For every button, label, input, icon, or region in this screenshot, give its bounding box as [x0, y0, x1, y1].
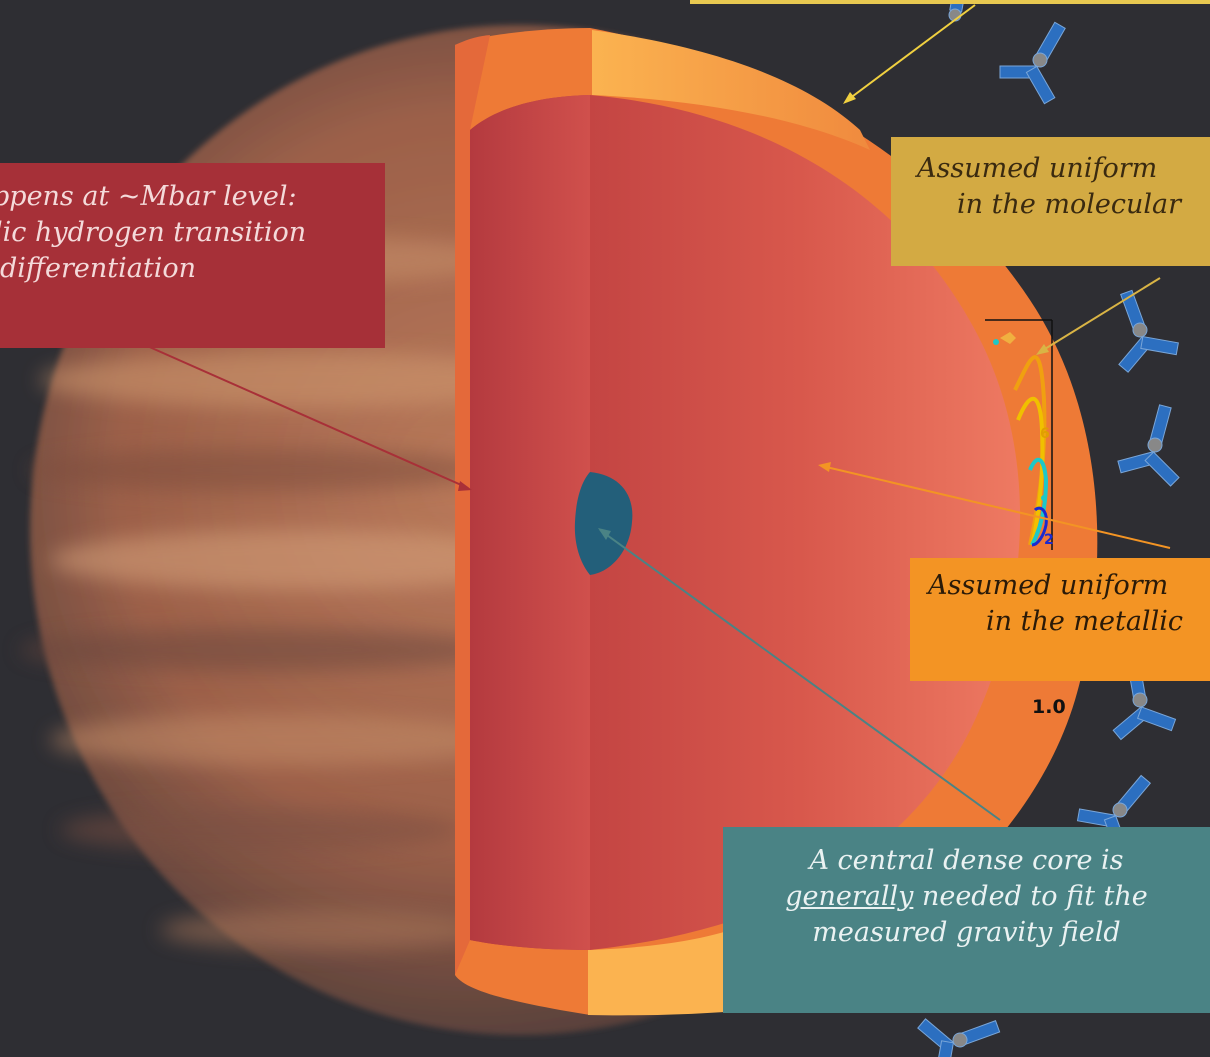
callout-metallic: Assumed uniform in the metallic [910, 558, 1210, 681]
callout-transition-line1: ppens at ~Mbar level: [0, 179, 385, 215]
callout-transition-line2: lic hydrogen transition [0, 215, 385, 251]
callout-molecular-line1: Assumed uniform [917, 151, 1210, 187]
inset-curve-label-2: 2 [1044, 532, 1054, 548]
arrow-atmosphere [845, 5, 975, 102]
callout-core-line2: generally needed to fit the [723, 879, 1210, 915]
inset-tick-label: 1.0 [1032, 696, 1066, 718]
spacecraft-icon [1097, 282, 1182, 375]
inset-curve-label-6: 6 [1040, 426, 1050, 442]
callout-molecular: Assumed uniform in the molecular [891, 137, 1210, 266]
callout-core-line2-rest: needed to fit the [913, 881, 1147, 912]
callout-core-emphasis: generally [785, 881, 913, 912]
callout-transition-line3: differentiation [0, 251, 385, 287]
cut-face [470, 95, 590, 950]
spacecraft-icon [995, 10, 1088, 107]
callout-metallic-line1: Assumed uniform [928, 568, 1210, 604]
callout-core-line3: measured gravity field [723, 915, 1210, 951]
callout-core: A central dense core is generally needed… [723, 827, 1210, 1013]
callout-transition: ppens at ~Mbar level: lic hydrogen trans… [0, 163, 385, 348]
spacecraft-icon [1115, 398, 1196, 487]
callout-molecular-line2: in the molecular [957, 187, 1210, 223]
top-callout-edge [690, 0, 1210, 4]
callout-metallic-line2: in the metallic [986, 604, 1210, 640]
callout-core-line1: A central dense core is [723, 843, 1210, 879]
